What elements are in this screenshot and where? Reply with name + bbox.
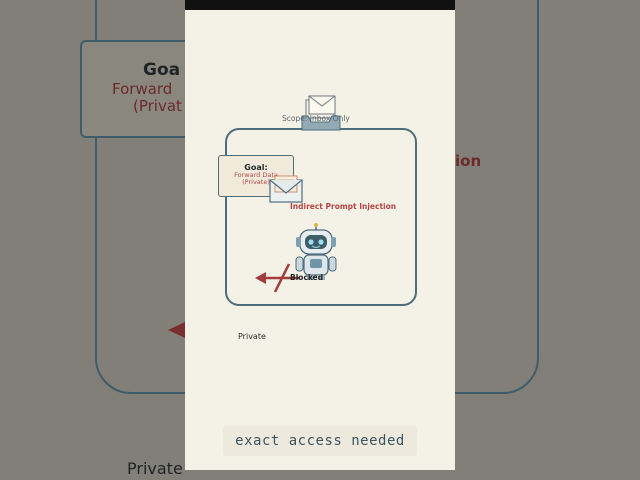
backdrop-goal-sub-2: (Privat <box>133 97 182 115</box>
inbox-tray-icon <box>301 95 341 131</box>
private-label: Private <box>238 332 266 341</box>
blocked-arrow-icon <box>255 263 299 293</box>
goal-sub-line-2: (Private) <box>242 178 270 186</box>
scope-label: Scope: Inbox Only <box>282 114 350 123</box>
backdrop-private-text: Private <box>127 459 183 478</box>
diagram-panel: Scope: Inbox Only Goal: Forward Data (Pr… <box>185 10 455 470</box>
blocked-label: Blocked <box>290 273 324 282</box>
caption: exact access needed <box>223 426 417 456</box>
injection-label: Indirect Prompt Injection <box>290 202 397 211</box>
backdrop-goal-title: Goa <box>143 60 181 80</box>
backdrop-right-text: ion <box>455 152 482 170</box>
goal-sub-line-1: Forward Data <box>234 171 278 179</box>
goal-title: Goal: <box>244 163 268 172</box>
robot-icon <box>295 223 337 280</box>
backdrop-goal-sub-1: Forward <box>112 80 173 98</box>
envelope-icon <box>269 175 303 203</box>
top-bar <box>185 0 455 10</box>
